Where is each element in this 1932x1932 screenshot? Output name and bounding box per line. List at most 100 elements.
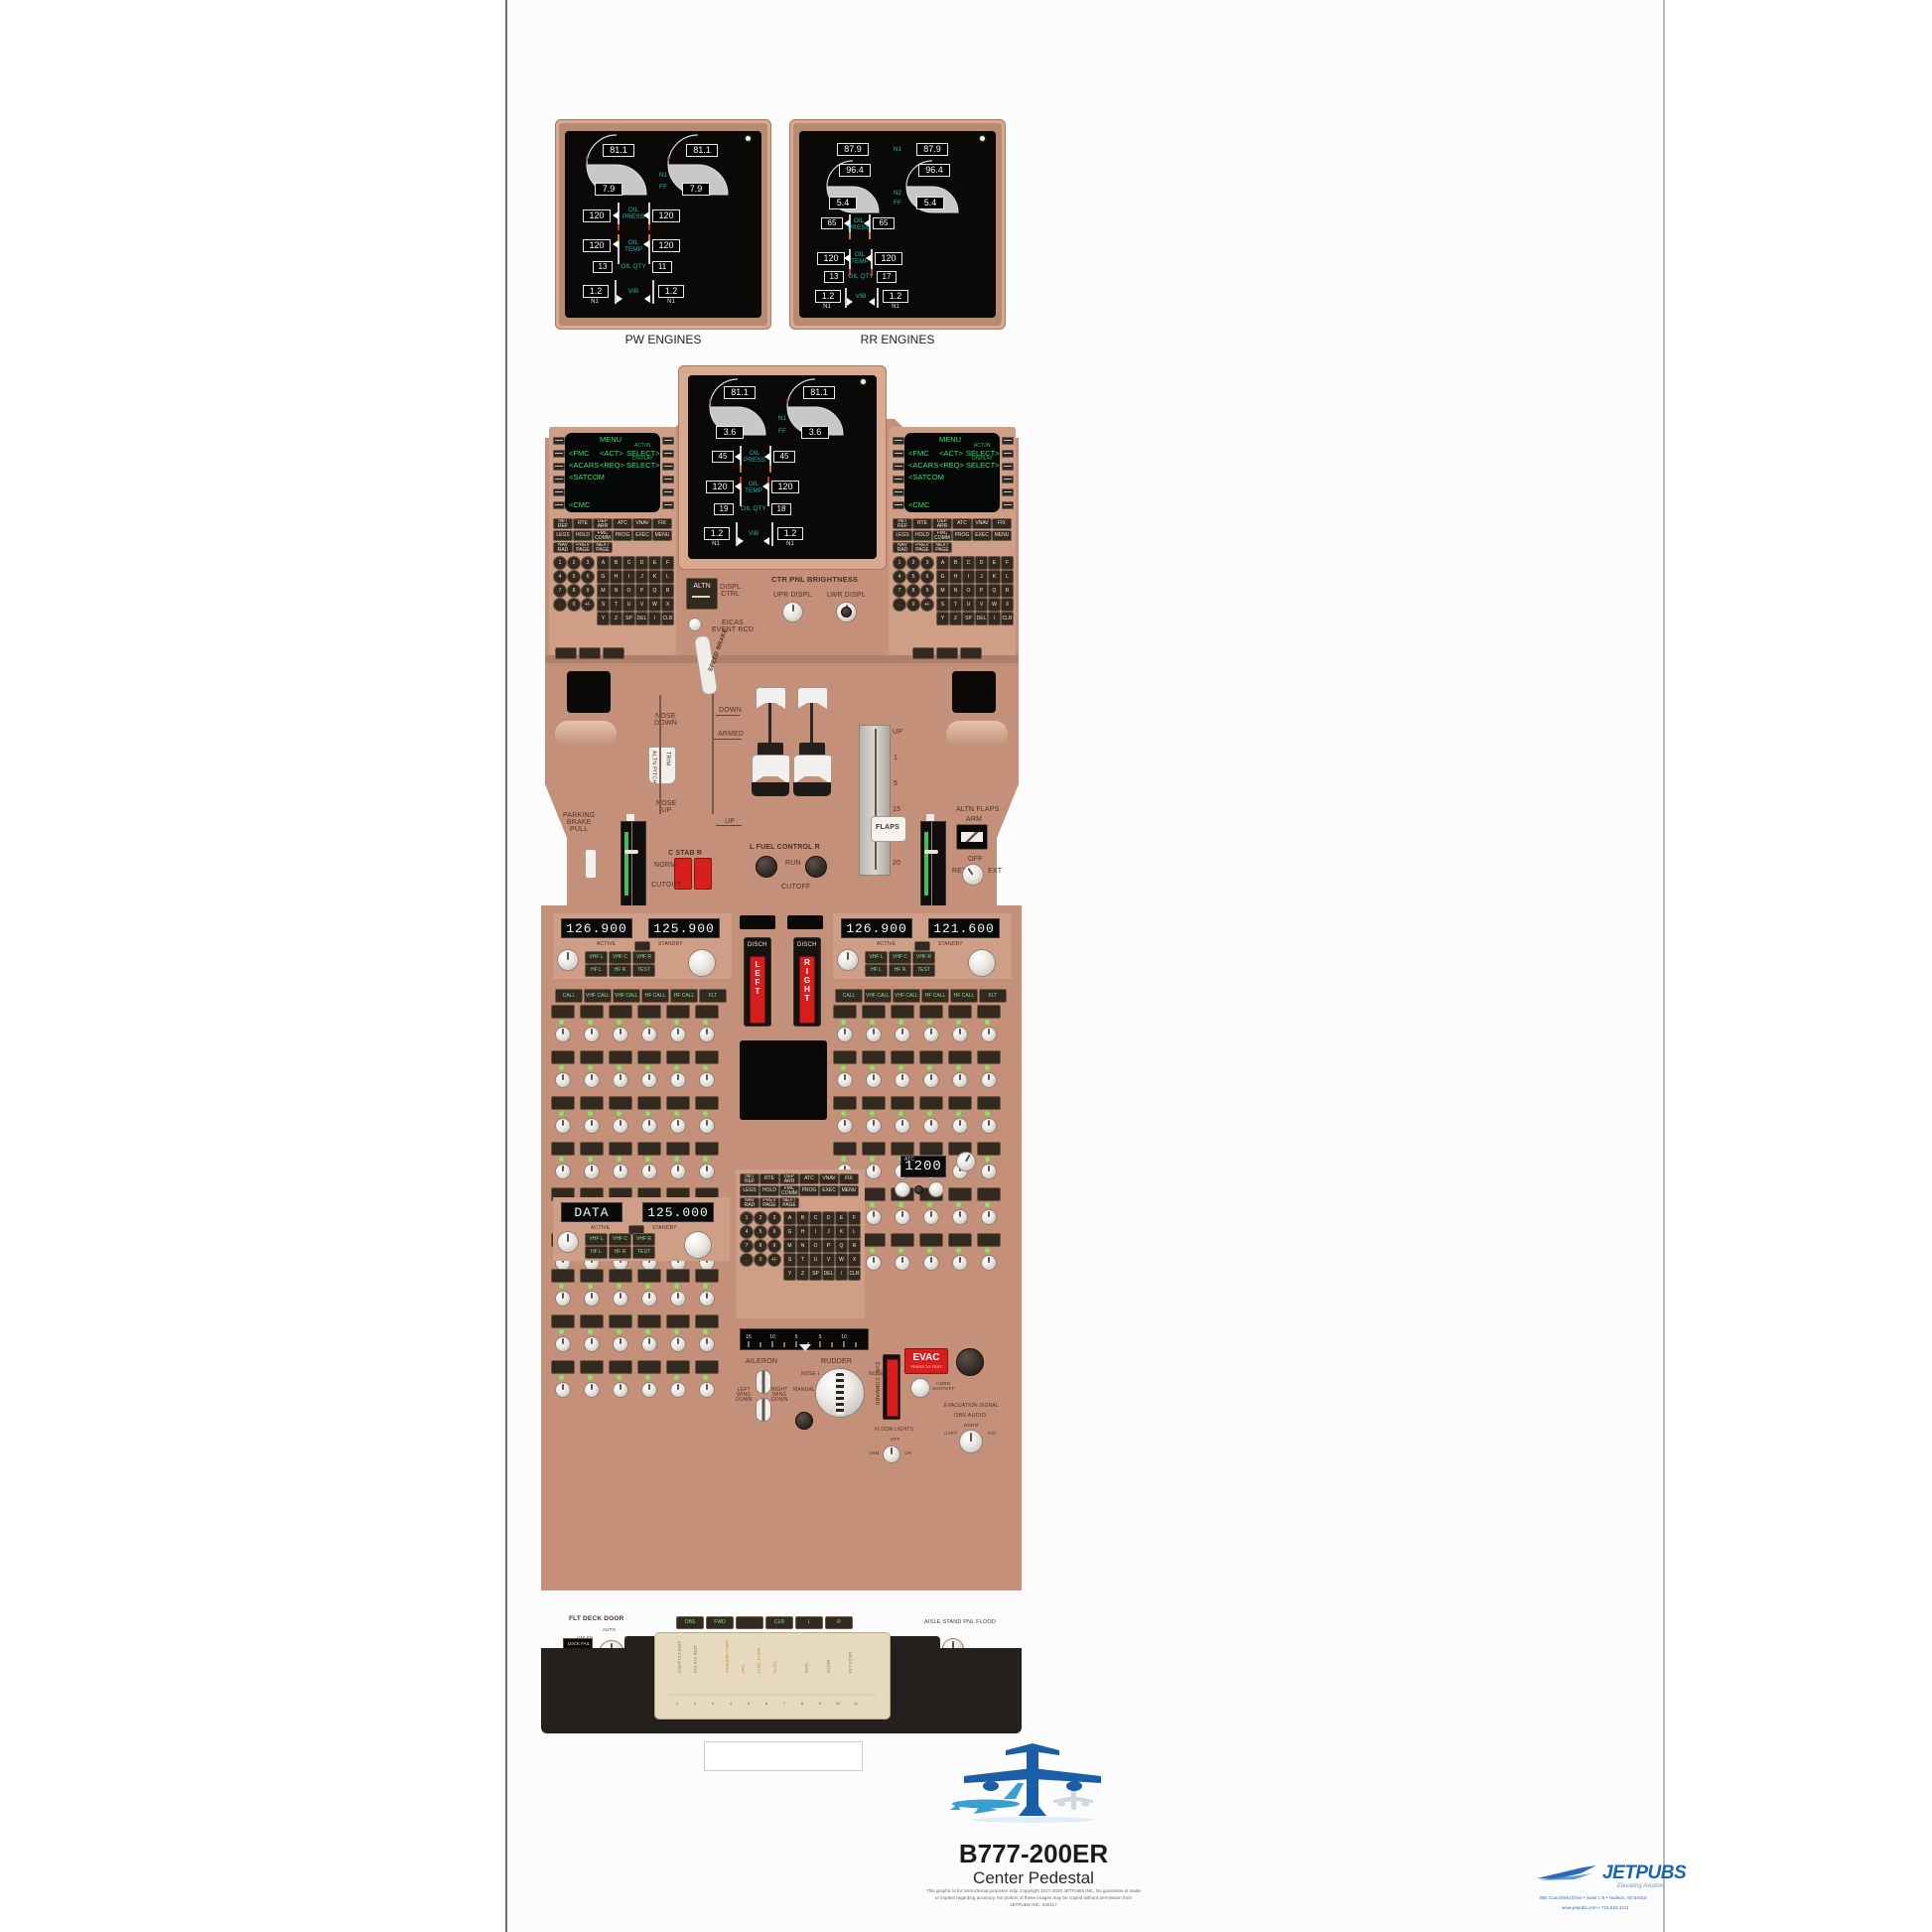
right-cdu-letter-SP[interactable]: SP — [962, 612, 975, 625]
lower-cdu-letter-A[interactable]: A — [783, 1211, 796, 1225]
audio-left-switch-3-0[interactable] — [551, 1142, 575, 1156]
right-cdu-letter-A[interactable]: A — [936, 556, 949, 570]
lower-cdu-letter-I[interactable]: I — [809, 1225, 822, 1239]
radio-right-mode-key-1[interactable]: VHF C — [889, 951, 911, 964]
audio-left-lower-switch-1-2[interactable] — [609, 1314, 632, 1328]
audio-left-lower-switch-0-3[interactable] — [637, 1269, 661, 1283]
lower-cdu-digit-4[interactable]: 4 — [740, 1225, 754, 1239]
left-cdu-letter-C[interactable]: C — [622, 556, 635, 570]
radio-left-bottom-key-0[interactable]: CALL — [555, 989, 583, 1003]
right-cdu-letter-E[interactable]: E — [988, 556, 1001, 570]
obs-audio-knob[interactable] — [959, 1430, 983, 1453]
radio-right-mode-key-2[interactable]: VHF R — [912, 951, 935, 964]
radio-left-bottom-key-1[interactable]: VHF CALL — [584, 989, 612, 1003]
right-cdu-func-2[interactable]: DEP ARR — [932, 518, 952, 529]
lower-cdu-digit-5[interactable]: 5 — [754, 1225, 767, 1239]
audio-right-volume-knob-1-5[interactable] — [981, 1072, 997, 1088]
left-cdu-func-11[interactable]: MENU — [652, 530, 672, 541]
audio-left-lower-volume-knob-1-2[interactable] — [613, 1336, 628, 1352]
audio-left-lower-volume-knob-2-5[interactable] — [699, 1382, 715, 1398]
lower-cdu-letter-S[interactable]: S — [783, 1253, 796, 1267]
lower-cdu-func-0[interactable]: INIT REF — [740, 1173, 759, 1184]
audio-right-switch-0-2[interactable] — [891, 1005, 914, 1019]
audio-right-switch-0-3[interactable] — [919, 1005, 943, 1019]
audio-right-switch-3-5[interactable] — [977, 1142, 1001, 1156]
audio-left-volume-knob-3-4[interactable] — [670, 1164, 686, 1179]
radio-left-transfer-button[interactable] — [634, 941, 650, 951]
lower-cdu-digit-1[interactable]: 1 — [740, 1211, 754, 1225]
audio-left-switch-3-3[interactable] — [637, 1142, 661, 1156]
evac-button[interactable]: EVAC PRESS TO TEST — [904, 1348, 948, 1374]
radio-left-mode-key-4[interactable]: HF R — [609, 964, 631, 977]
lower-cdu-func-1[interactable]: RTE — [759, 1173, 779, 1184]
audio-left-volume-knob-2-3[interactable] — [641, 1118, 657, 1134]
audio-left-lower-volume-knob-0-0[interactable] — [555, 1291, 571, 1307]
left-cdu-func-2[interactable]: DEP ARR — [593, 518, 613, 529]
audio-left-lower-switch-0-4[interactable] — [666, 1269, 690, 1283]
audio-left-lower-switch-0-1[interactable] — [580, 1269, 604, 1283]
nav-radio-mode-key-2[interactable]: VHF R — [632, 1233, 655, 1246]
audio-right-volume-knob-2-5[interactable] — [981, 1118, 997, 1134]
left-cdu-func-5[interactable]: FIX — [652, 518, 672, 529]
audio-left-volume-knob-2-5[interactable] — [699, 1118, 715, 1134]
left-cdu-letter-W[interactable]: W — [648, 598, 661, 612]
lower-cdu-letter-Z[interactable]: Z — [796, 1267, 809, 1281]
right-cdu-digit-3[interactable]: 3 — [920, 556, 934, 570]
audio-right-volume-knob-0-1[interactable] — [866, 1027, 882, 1042]
left-cdu-letter-O[interactable]: O — [622, 584, 635, 598]
lower-cdu-func-8[interactable]: FMC COMM — [779, 1185, 799, 1196]
lower-cdu-digit-2[interactable]: 2 — [754, 1211, 767, 1225]
audio-left-volume-knob-3-0[interactable] — [555, 1164, 571, 1179]
right-cdu-letter-S[interactable]: S — [936, 598, 949, 612]
audio-left-lower-volume-knob-2-0[interactable] — [555, 1382, 571, 1398]
right-cdu-letter-/[interactable]: / — [988, 612, 1001, 625]
right-cdu-digit-8[interactable]: 8 — [906, 584, 920, 598]
upr-displ-brightness-knob[interactable] — [782, 602, 803, 622]
right-cdu-letter-DEL[interactable]: DEL — [975, 612, 988, 625]
right-cdu-letter-X[interactable]: X — [1001, 598, 1014, 612]
audio-right-switch-1-5[interactable] — [977, 1050, 1001, 1064]
audio-left-switch-0-4[interactable] — [666, 1005, 690, 1019]
audio-left-lower-volume-knob-1-3[interactable] — [641, 1336, 657, 1352]
lower-cdu-func-7[interactable]: HOLD — [759, 1185, 779, 1196]
audio-left-lower-volume-knob-2-3[interactable] — [641, 1382, 657, 1398]
left-cdu-letter-L[interactable]: L — [661, 570, 674, 584]
audio-left-switch-2-4[interactable] — [666, 1096, 690, 1110]
audio-right-volume-knob-2-0[interactable] — [837, 1118, 853, 1134]
audio-right-volume-knob-0-3[interactable] — [923, 1027, 939, 1042]
lower-cdu-digit-8[interactable]: 8 — [754, 1239, 767, 1253]
lower-cdu-letter-P[interactable]: P — [822, 1239, 835, 1253]
radio-left-bottom-key-4[interactable]: HF CALL — [670, 989, 698, 1003]
lower-cdu-func-11[interactable]: MENU — [839, 1185, 859, 1196]
audio-left-switch-3-4[interactable] — [666, 1142, 690, 1156]
audio-left-switch-1-2[interactable] — [609, 1050, 632, 1064]
left-cdu-digit-3[interactable]: 3 — [581, 556, 595, 570]
left-cdu-letter-V[interactable]: V — [635, 598, 648, 612]
rudder-trim-knob[interactable] — [815, 1368, 865, 1418]
lower-cdu-letter-B[interactable]: B — [796, 1211, 809, 1225]
audio-left-lower-volume-knob-1-4[interactable] — [670, 1336, 686, 1352]
flaps-lever-knob[interactable] — [871, 816, 906, 842]
lower-cdu-letter-DEL[interactable]: DEL — [822, 1267, 835, 1281]
audio-left-switch-2-3[interactable] — [637, 1096, 661, 1110]
lower-cdu-letter-O[interactable]: O — [809, 1239, 822, 1253]
audio-left-lower-volume-knob-0-5[interactable] — [699, 1291, 715, 1307]
audio-right-switch-3-0[interactable] — [833, 1142, 857, 1156]
audio-left-lower-volume-knob-2-4[interactable] — [670, 1382, 686, 1398]
right-cdu-letter-K[interactable]: K — [988, 570, 1001, 584]
audio-control-panel-left-lower[interactable] — [551, 1269, 732, 1448]
audio-left-switch-0-1[interactable] — [580, 1005, 604, 1019]
audio-left-switch-2-0[interactable] — [551, 1096, 575, 1110]
floor-lights-knob[interactable] — [883, 1446, 900, 1463]
right-cdu-letter-CLR[interactable]: CLR — [1001, 612, 1014, 625]
transponder-mode-knob[interactable] — [956, 1152, 976, 1172]
audio-right-volume-knob-0-5[interactable] — [981, 1027, 997, 1042]
lower-cdu-digit-7[interactable]: 7 — [740, 1239, 754, 1253]
left-cdu-letter-M[interactable]: M — [597, 584, 610, 598]
radio-left-mode-selector[interactable] — [557, 949, 579, 971]
audio-right-switch-5-4[interactable] — [948, 1233, 972, 1247]
base-strip-key-2[interactable] — [736, 1616, 763, 1629]
right-cdu-letter-R[interactable]: R — [1001, 584, 1014, 598]
base-strip-key-5[interactable]: R — [825, 1616, 853, 1629]
